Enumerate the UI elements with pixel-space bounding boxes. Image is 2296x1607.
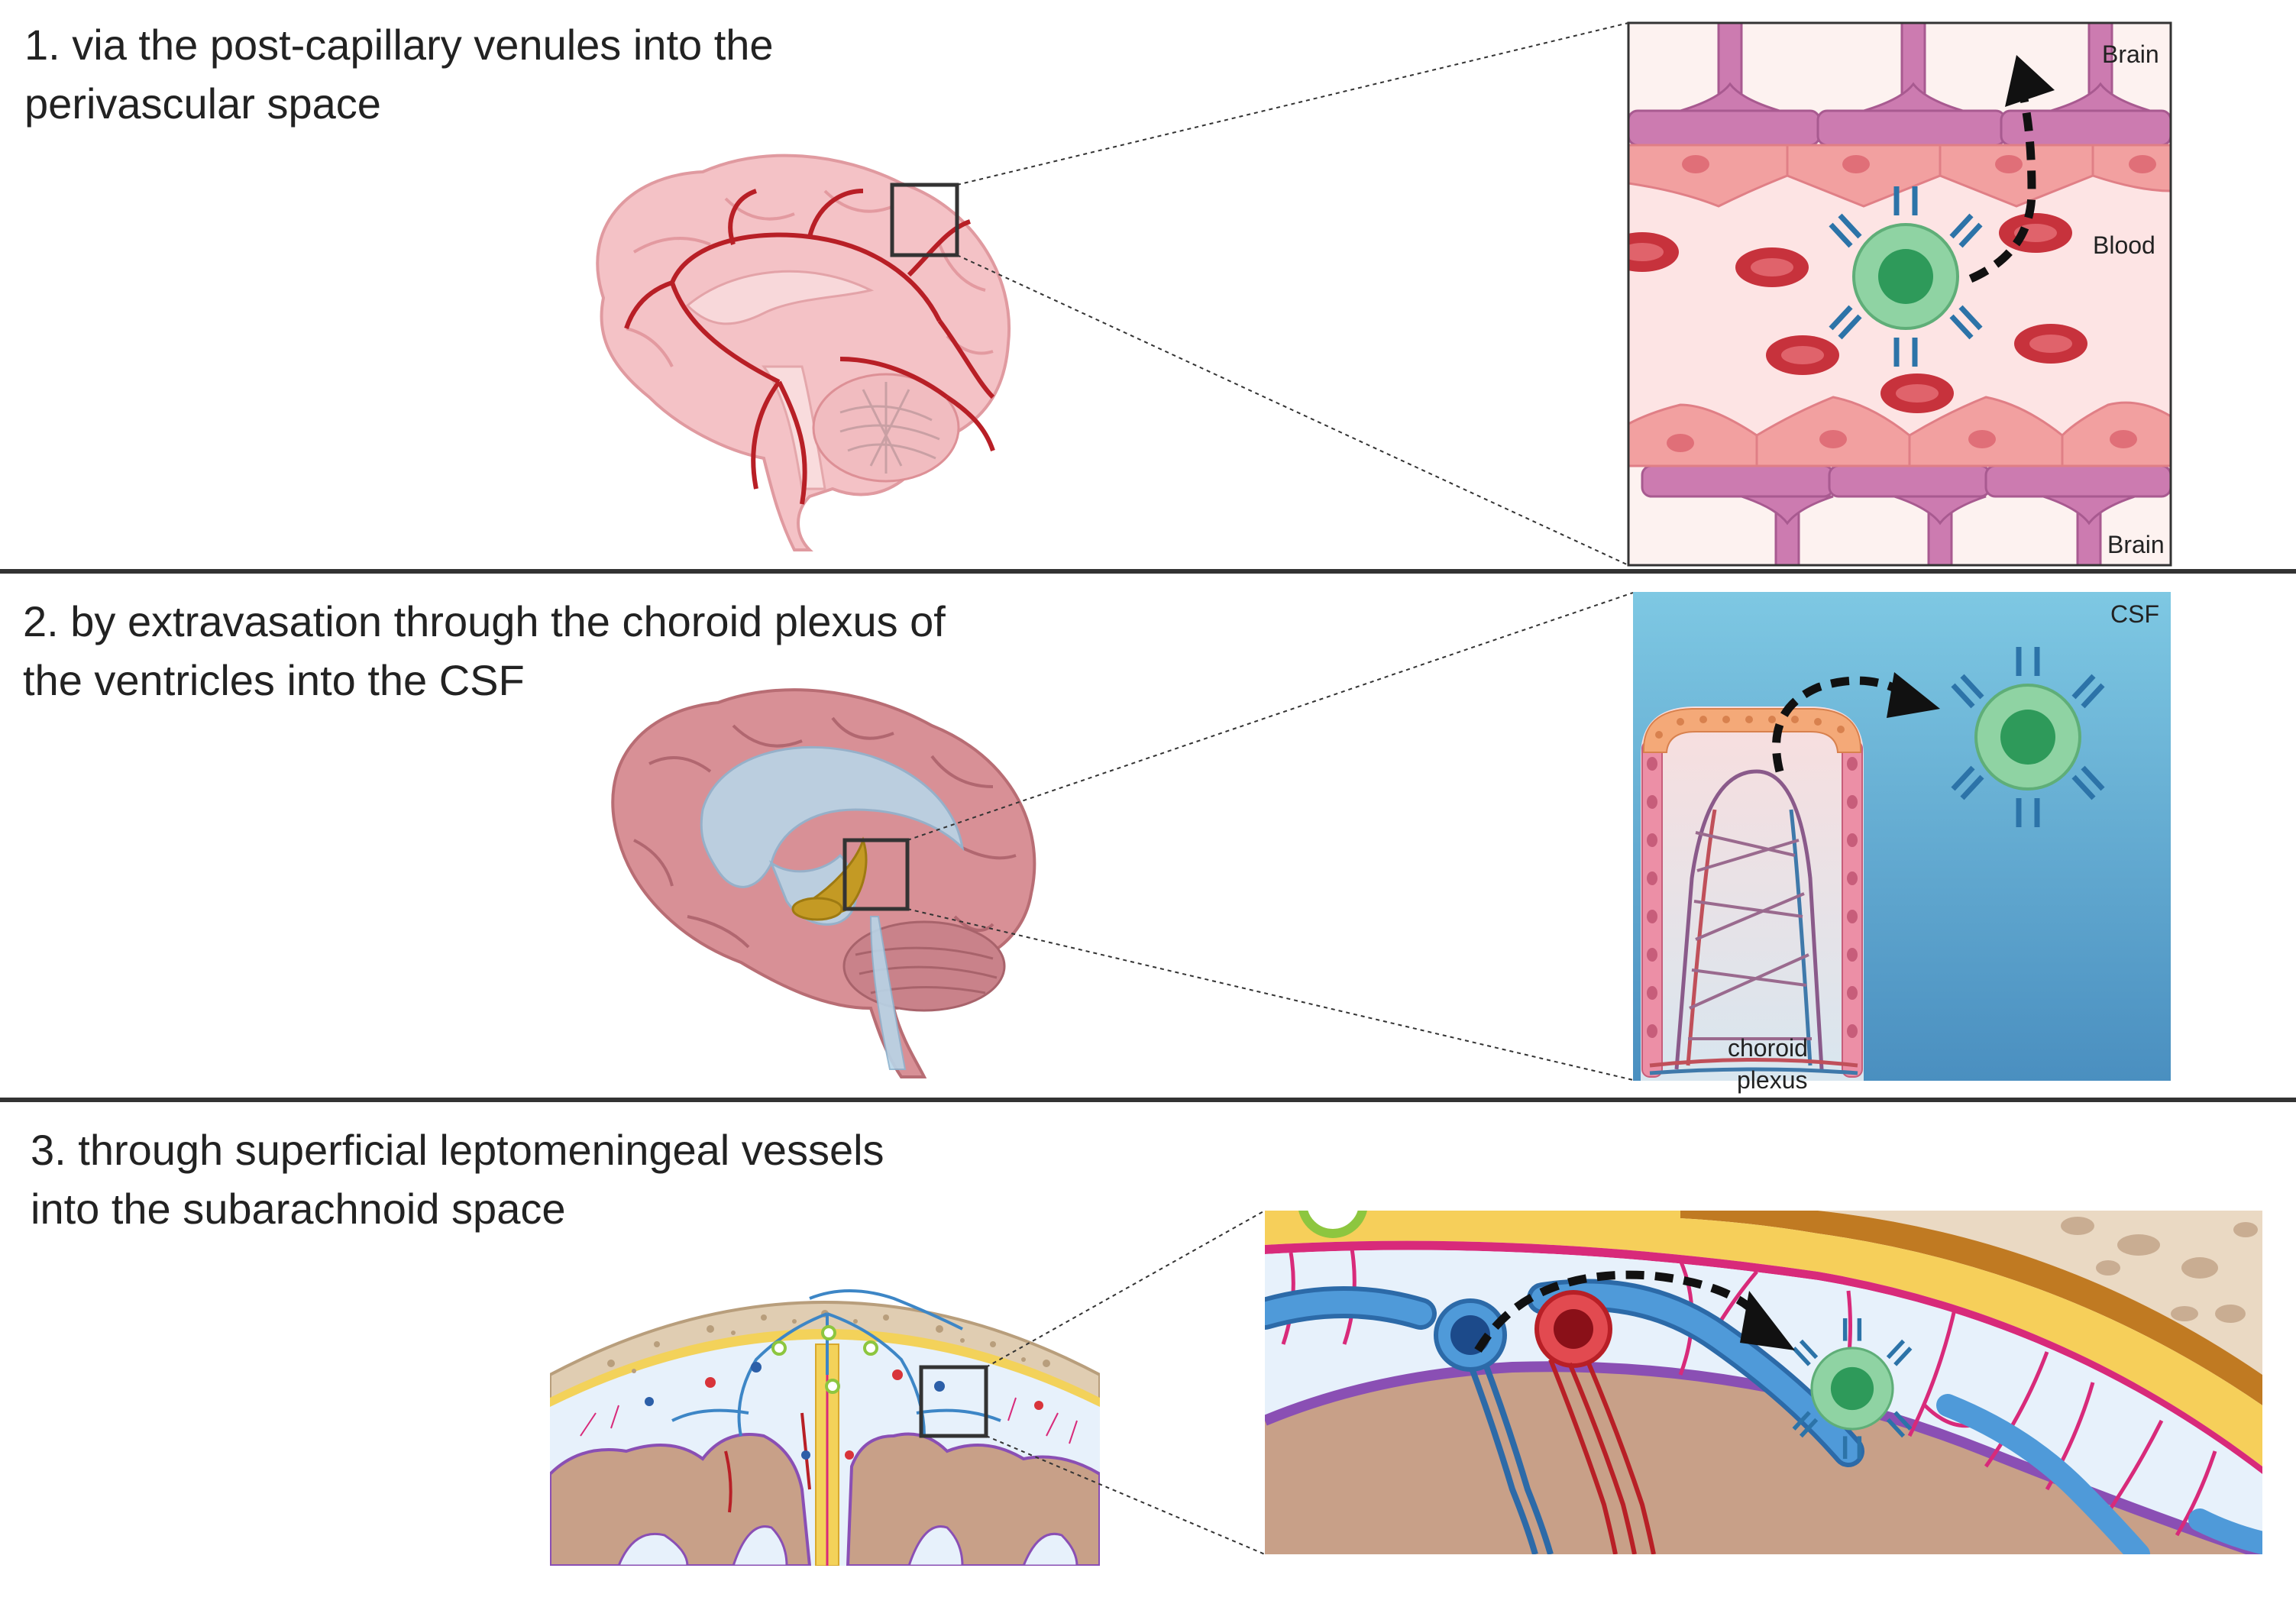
perivascular-panel: Brain Blood Brain	[1628, 23, 2171, 565]
red-blood-cell-icon	[1766, 335, 1839, 375]
leader-line	[907, 908, 1634, 1081]
choroid-plexus-panel: CSF choroid	[1633, 592, 2171, 1081]
red-blood-cell-icon	[1628, 232, 1679, 272]
dashed-arrow-icon	[1772, 676, 1904, 773]
label-choroid-line2: plexus	[1737, 1066, 1808, 1094]
label-choroid-line1: choroid	[1728, 1034, 1808, 1062]
section-3-heading-line1: 3. through superficial leptomeningeal ve…	[31, 1126, 884, 1174]
red-blood-cell-icon	[2014, 324, 2087, 364]
section-3: 3. through superficial leptomeningeal ve…	[31, 1126, 2262, 1566]
subarachnoid-panel	[1265, 1211, 2262, 1554]
leader-line	[956, 254, 1629, 566]
red-blood-cell-icon	[1880, 373, 1954, 413]
brain-ventricles-icon	[611, 688, 1036, 1078]
dashed-arrow-icon	[1968, 98, 2036, 283]
brain-sagittal-arteries-icon	[596, 154, 1011, 551]
arrow-head	[1887, 672, 1940, 718]
section-2-heading-line2: the ventricles into the CSF	[23, 656, 525, 704]
section-1-heading-line1: 1. via the post-capillary venules into t…	[24, 21, 774, 69]
leader-line	[907, 592, 1634, 841]
label-brain-top: Brain	[2102, 40, 2159, 68]
red-blood-cell-icon	[1735, 247, 1809, 287]
label-csf: CSF	[2110, 600, 2159, 628]
panel-border	[1627, 21, 2172, 567]
leader-line	[985, 1435, 1266, 1555]
leader-line	[956, 22, 1629, 186]
arrow-head	[1740, 1291, 1795, 1350]
skull-cross-section-icon	[550, 1268, 1100, 1566]
section-2-heading-line1: 2. by extravasation through the choroid …	[23, 597, 946, 645]
dashed-arrow-icon	[1474, 1270, 1760, 1353]
section-2: 2. by extravasation through the choroid …	[23, 592, 2171, 1094]
section-1-heading-line2: perivascular space	[24, 79, 381, 128]
label-blood: Blood	[2093, 231, 2155, 259]
zoom-box-1	[890, 183, 959, 257]
label-brain-bottom: Brain	[2107, 531, 2165, 558]
section-3-heading-line2: into the subarachnoid space	[31, 1185, 566, 1233]
zoom-box-3	[919, 1365, 988, 1438]
zoom-box-2	[842, 838, 910, 911]
red-blood-cell-icon	[1999, 213, 2072, 253]
section-1: 1. via the post-capillary venules into t…	[24, 21, 2172, 567]
arrow-head	[2005, 55, 2055, 107]
